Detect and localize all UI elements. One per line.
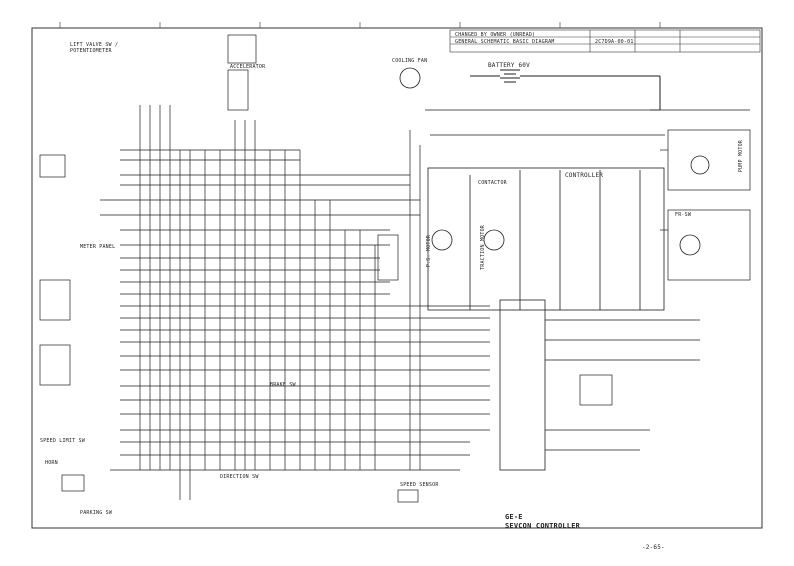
label-brake-sw: BRAKE SW	[270, 382, 296, 388]
label-speed-sensor: SPEED SENSOR	[400, 482, 439, 488]
title-block	[449, 29, 761, 53]
label-contactor: CONTACTOR	[478, 180, 507, 186]
label-accelerator: ACCELERATOR	[230, 64, 266, 70]
label-lift-valve: LIFT VALVE SW / POTENTIOMETER	[70, 42, 119, 54]
wire-harness	[100, 105, 490, 500]
label-battery: BATTERY 60V	[488, 62, 530, 69]
battery-symbol	[470, 69, 661, 110]
label-ps-motor: P.S. MOTOR	[426, 235, 432, 268]
label-direction-sw: DIRECTION SW	[220, 474, 259, 480]
controller-region	[425, 109, 700, 471]
label-speed-limit: SPEED LIMIT SW	[40, 438, 85, 444]
label-cooling-fan: COOLING FAN	[392, 58, 428, 64]
page-number: -2-65-	[642, 544, 665, 551]
label-pump-motor: PUMP MOTOR	[738, 140, 744, 173]
title-line-2: GENERAL SCHEMATIC BASIC DIAGRAM	[455, 39, 555, 45]
controller-model: GE-E	[505, 513, 523, 521]
label-fr-sw: FR-SW	[675, 212, 692, 218]
right-subsystem	[650, 109, 751, 281]
label-controller: CONTROLLER	[565, 172, 604, 179]
controller-name: SEVCON CONTROLLER	[505, 522, 581, 530]
drawing-frame	[31, 22, 763, 529]
motor-symbols	[399, 67, 710, 256]
title-line-1: CHANGED BY OWNER (UNREAD)	[455, 32, 536, 38]
connector-blocks	[39, 34, 613, 503]
label-meter-panel: METER PANEL	[80, 244, 116, 250]
title-code: 2C7D9A-00-01	[595, 39, 634, 45]
label-traction-motor: TRACTION MOTOR	[480, 225, 486, 270]
label-parking-sw: PARKING SW	[80, 510, 113, 516]
label-horn: HORN	[45, 460, 58, 466]
